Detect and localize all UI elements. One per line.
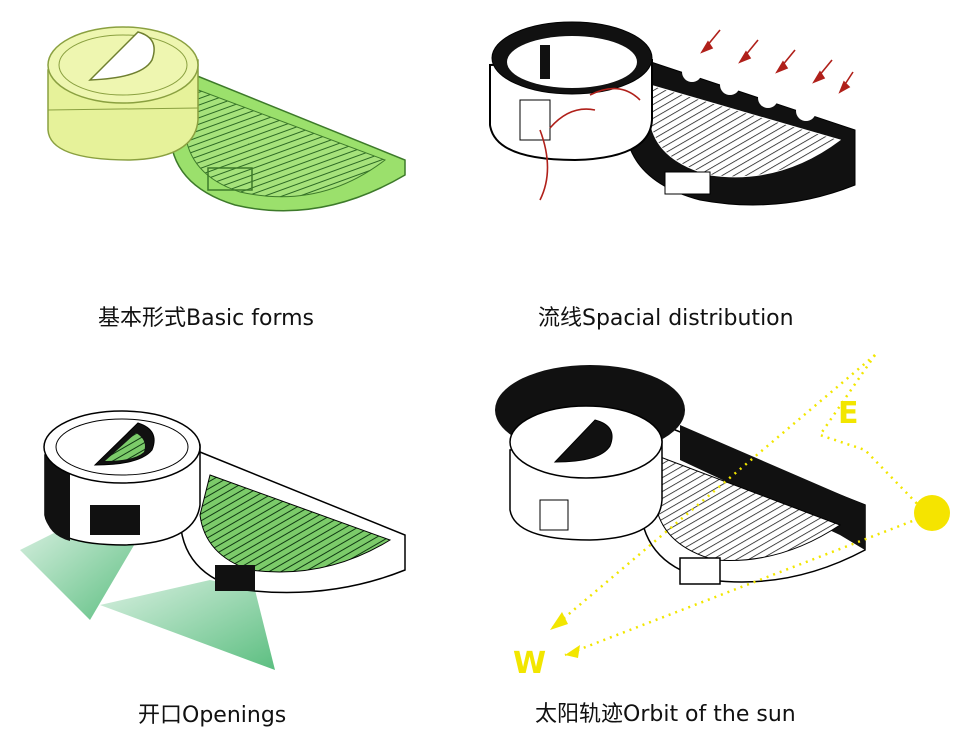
flow-arrow: [589, 87, 641, 101]
cylinder-door: [539, 499, 569, 531]
half-disc-opening: [207, 167, 253, 191]
sun-ray-arrows: [700, 29, 854, 94]
orbit-arrowhead: [565, 645, 580, 658]
half-disc-seating: [184, 84, 387, 198]
half-disc-seating: [199, 474, 392, 573]
sun-icon: [914, 495, 950, 531]
caption-openings: 开口Openings: [138, 703, 287, 728]
panel-openings: 开口Openings: [10, 395, 450, 728]
cylinder-band: [47, 107, 199, 111]
arch-row: [682, 62, 816, 121]
cylinder-interior: [507, 36, 637, 88]
cylinder-half-moon: [88, 31, 155, 81]
cylinder-shadow: [45, 455, 70, 541]
orbit-diagram: [495, 354, 950, 658]
half-disc-opening: [215, 565, 255, 591]
caption-orbit-of-sun: 太阳轨迹Orbit of the sun: [535, 702, 796, 727]
basic-forms-diagram: [47, 26, 406, 212]
caption-spacial-distribution: 流线Spacial distribution: [538, 306, 794, 331]
flow-arrow: [549, 108, 596, 129]
orbit-path: [549, 354, 876, 631]
flow-arrows: [539, 87, 641, 201]
cylinder-rim: [55, 418, 189, 476]
half-disc-opening: [679, 557, 721, 585]
panel-basic-forms: 基本形式Basic forms: [20, 10, 440, 331]
half-moon-opening: [105, 433, 145, 461]
openings-diagram: [20, 410, 406, 670]
interior-wall: [540, 45, 550, 79]
light-cone: [100, 580, 275, 670]
spacial-distribution-diagram: [489, 21, 856, 206]
cylinder-half-moon: [553, 419, 613, 463]
east-label: E: [838, 396, 859, 431]
half-disc-opening: [664, 171, 711, 195]
cylinder-opening: [90, 505, 140, 535]
orbit-arrowhead: [550, 612, 568, 630]
orbit-path: [564, 354, 931, 657]
panel-orbit-of-sun: E W 太阳轨迹Orbit of the sun: [480, 340, 960, 730]
flow-arrow: [539, 129, 549, 201]
caption-basic-forms: 基本形式Basic forms: [98, 306, 314, 331]
panel-spacial-distribution: 流线Spacial distribution: [480, 10, 860, 331]
cylinder-rim: [58, 34, 188, 96]
west-label: W: [513, 646, 547, 681]
sun-orbit: [549, 354, 931, 657]
cylinder-door: [519, 99, 551, 141]
